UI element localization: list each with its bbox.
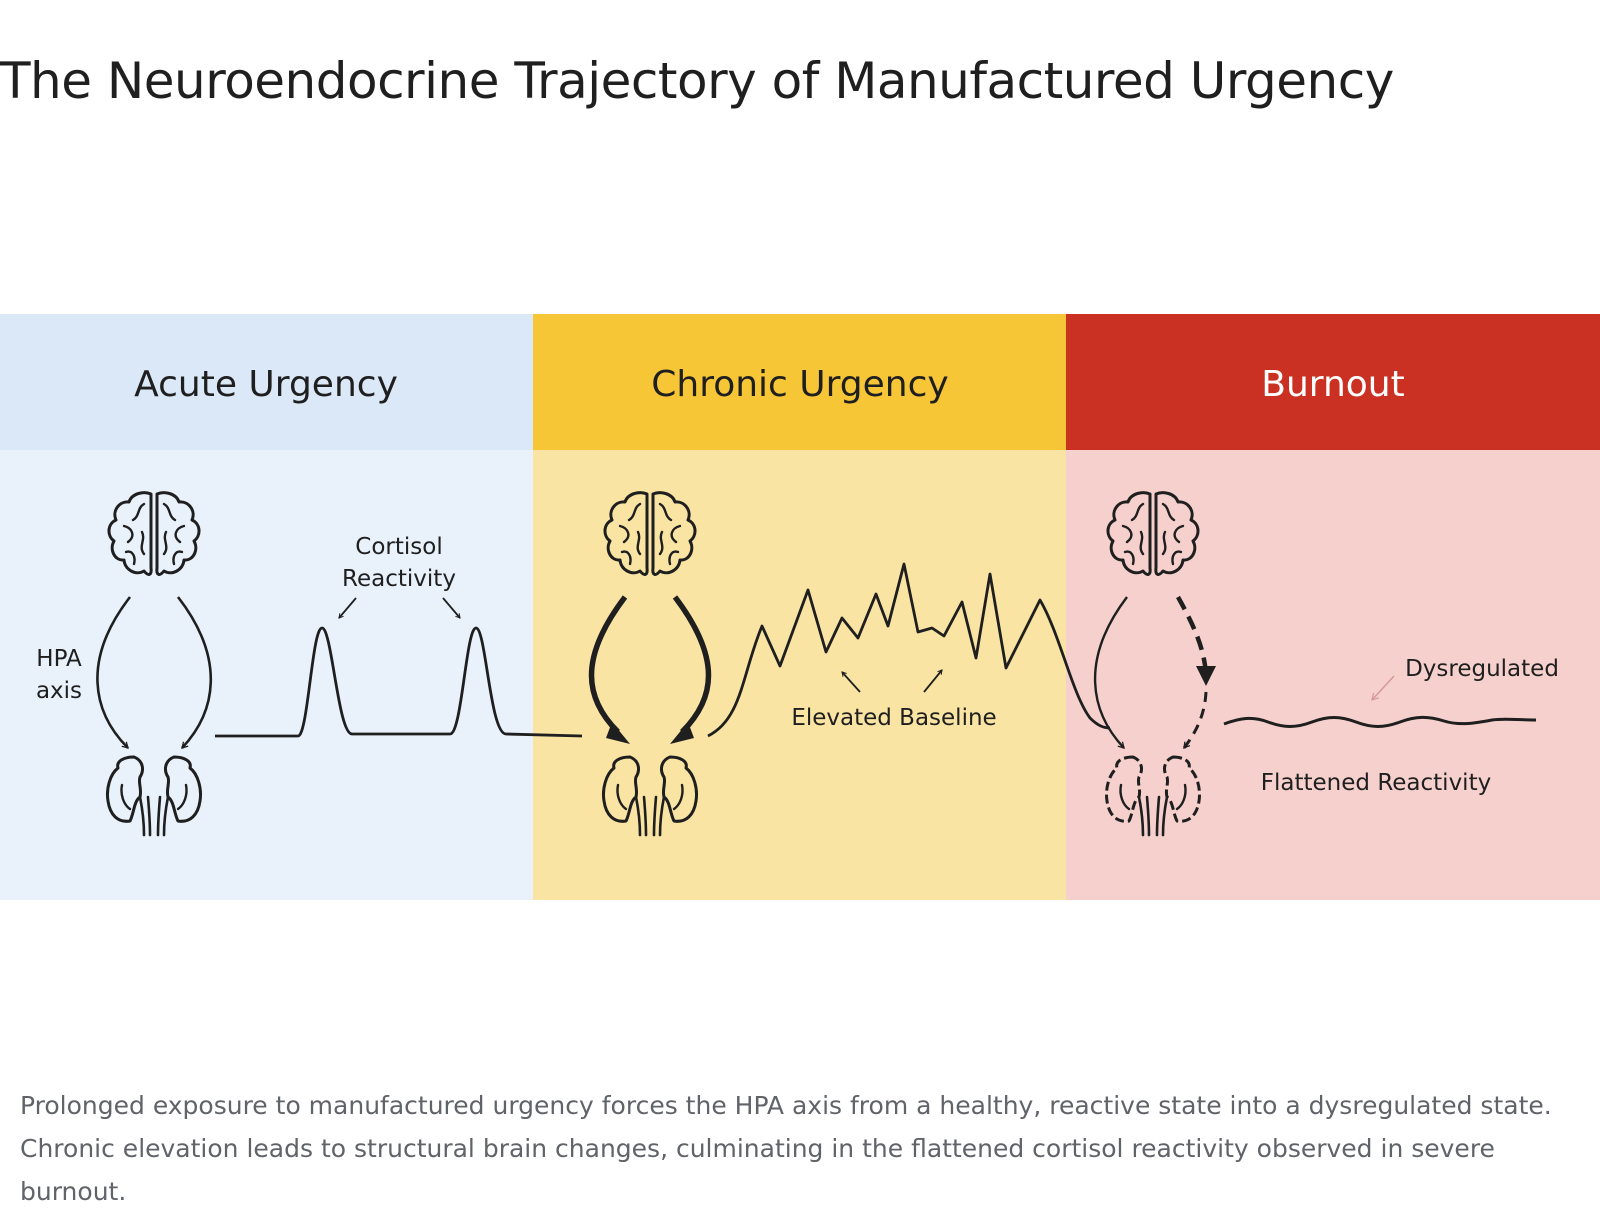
figure-caption: Prolonged exposure to manufactured urgen… bbox=[20, 1091, 1552, 1206]
cortisol-curve-acute bbox=[215, 626, 583, 738]
hpa-arrow-right bbox=[176, 596, 213, 749]
cortisol-pointer-left bbox=[338, 597, 357, 619]
elevated-baseline-label: Elevated Baseline bbox=[791, 705, 996, 731]
hpa-arrow-right-dashed-lower bbox=[1182, 691, 1208, 750]
acute-header-band bbox=[0, 314, 533, 450]
stage-title-chronic: Chronic Urgency bbox=[651, 364, 948, 405]
chronic-panel bbox=[533, 450, 1066, 900]
chronic-header-band bbox=[533, 314, 1066, 450]
stage-title-acute: Acute Urgency bbox=[134, 364, 398, 405]
flattened-reactivity-label: Flattened Reactivity bbox=[1261, 770, 1491, 796]
acute-panel bbox=[0, 450, 533, 900]
hpa-arrow-left bbox=[96, 596, 132, 749]
cortisol-pointer-right bbox=[442, 597, 461, 619]
arrowhead-right-dashed bbox=[1196, 666, 1216, 686]
page-title: The Neuroendocrine Trajectory of Manufac… bbox=[0, 52, 1394, 110]
burnout-header-band bbox=[1066, 314, 1600, 450]
dysregulated-label: Dysregulated bbox=[1405, 656, 1559, 682]
baseline-pointer-left bbox=[841, 671, 861, 693]
cortisol-curve-chronic bbox=[707, 562, 1111, 738]
hpa-axis-label-line2: axis bbox=[36, 678, 82, 704]
arrowhead-right-bold bbox=[670, 722, 694, 744]
stage-title-burnout: Burnout bbox=[1261, 364, 1404, 405]
cortisol-reactivity-label-line2: Reactivity bbox=[342, 566, 456, 592]
cortisol-reactivity-label-line1: Cortisol bbox=[355, 534, 442, 560]
hpa-arrow-left-bold bbox=[588, 595, 628, 734]
arrowhead-left-bold bbox=[606, 722, 630, 744]
baseline-pointer-right bbox=[923, 669, 943, 693]
hpa-arrow-right-bold bbox=[672, 595, 712, 734]
cortisol-curve-burnout bbox=[1223, 715, 1537, 728]
hpa-arrow-left-weak bbox=[1093, 596, 1128, 749]
trajectory-diagram: Acute Urgency Chronic Urgency Burnout HP… bbox=[0, 314, 1600, 900]
hpa-axis-label-line1: HPA bbox=[36, 646, 82, 672]
dysregulated-pointer bbox=[1371, 675, 1395, 701]
